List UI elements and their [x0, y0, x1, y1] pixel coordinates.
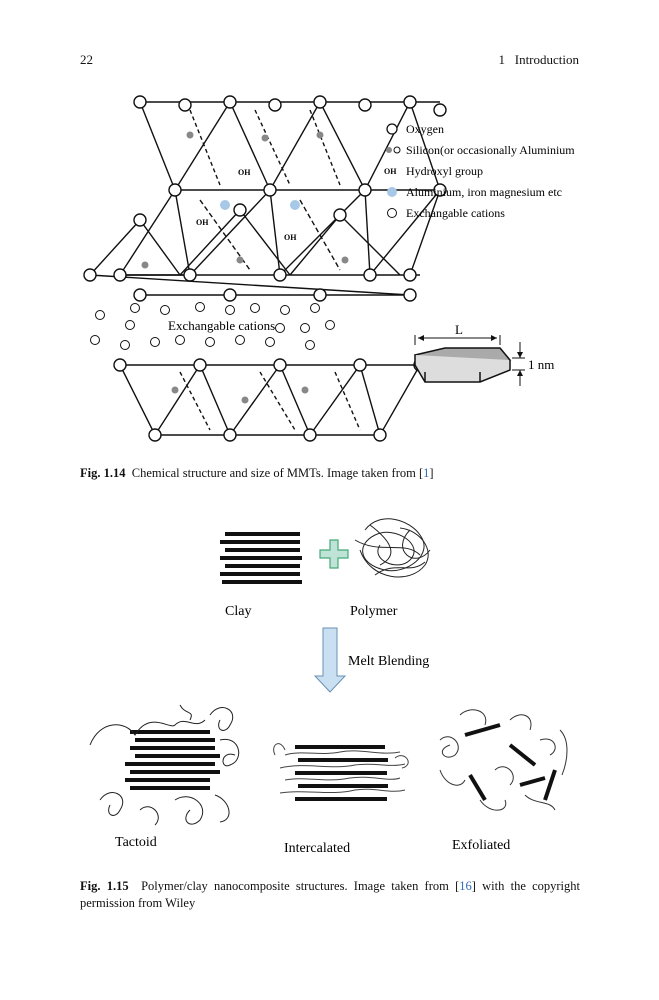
legend-silicon: Silicon(or occasionally Aluminium — [406, 143, 575, 157]
caption-number: Fig. 1.14 — [80, 466, 126, 480]
interlayer-cations-label: Exchangable cations — [168, 318, 275, 333]
caption-text: Polymer/clay nanocomposite structures. I… — [141, 879, 460, 893]
oh-label: OH — [196, 218, 209, 227]
oh-label: OH — [284, 233, 297, 242]
legend-oh-symbol: OH — [384, 167, 397, 176]
clay-label: Clay — [225, 604, 251, 619]
clay-stack — [220, 532, 302, 584]
tactoid-label: Tactoid — [115, 835, 157, 850]
structure-legend: Oxygen Silicon(or occasionally Aluminium… — [384, 122, 575, 220]
intercalated-label: Intercalated — [284, 841, 350, 856]
polymer-coil — [354, 518, 431, 578]
process-arrow-icon — [313, 627, 347, 693]
caption-number: Fig. 1.15 — [80, 879, 129, 893]
mmt-platelet-diagram: L 1 nm — [413, 322, 554, 386]
nanocomposite-figure: Clay Polymer Melt Blending — [89, 518, 568, 856]
caption-text-end: ] — [429, 466, 434, 480]
exfoliated-structure — [439, 709, 568, 811]
oh-label: OH — [238, 168, 251, 177]
plus-icon — [319, 539, 349, 569]
legend-aluminium: Aluminium, iron magnesium etc — [406, 185, 562, 199]
aluminium-markers — [220, 200, 300, 210]
figure-1-14-caption: Fig. 1.14 Chemical structure and size of… — [80, 465, 580, 482]
tactoid-structure — [89, 704, 240, 826]
reference-link[interactable]: 16 — [459, 879, 472, 893]
intercalated-structure — [273, 743, 409, 801]
caption-text-end: ] with the copyright permission from Wil… — [80, 879, 581, 910]
page-number: 22 — [80, 52, 93, 67]
thickness-label: 1 nm — [528, 357, 554, 372]
process-label: Melt Blending — [348, 654, 429, 669]
legend-cations: Exchangable cations — [406, 206, 505, 220]
reference-link[interactable]: 1 — [423, 466, 430, 480]
figure-1-15-caption: Fig. 1.15 Polymer/clay nanocomposite str… — [80, 878, 580, 912]
length-label: L — [455, 322, 463, 337]
legend-hydroxyl: Hydroxyl group — [406, 164, 483, 178]
legend-oxygen: Oxygen — [406, 122, 444, 136]
mmt-structure-figure: OH OH OH Exchangable cations Oxygen Sili… — [83, 95, 575, 442]
running-header: 1 Introduction — [498, 52, 579, 67]
caption-text: Chemical structure and size of MMTs. Ima… — [131, 466, 424, 480]
polymer-label: Polymer — [350, 604, 398, 619]
exfoliated-label: Exfoliated — [452, 838, 510, 853]
